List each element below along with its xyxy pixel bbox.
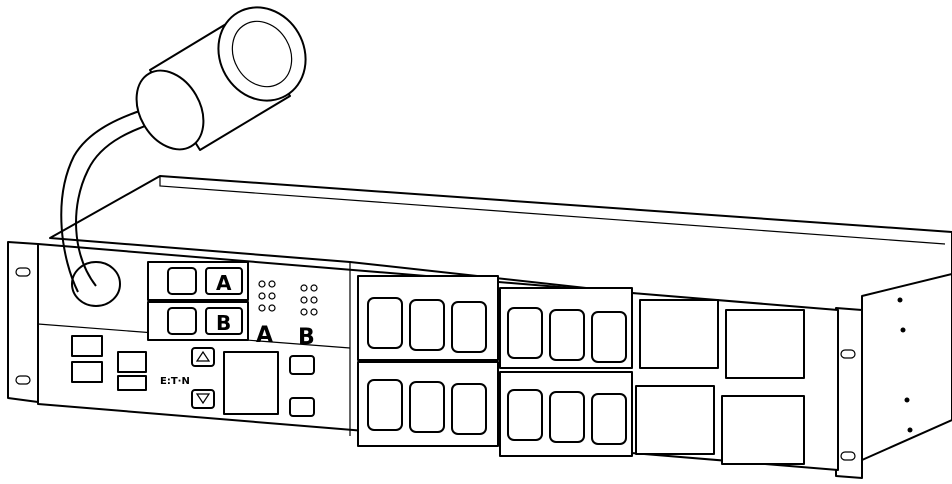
outlet-bank-bottom-left: [357, 361, 499, 447]
c13-outlet[interactable]: [409, 299, 445, 351]
svg-text:B: B: [298, 325, 315, 350]
breaker-b-label: B: [216, 311, 231, 335]
rack-ear-left: [7, 241, 39, 403]
rj45-port-bottom[interactable]: [71, 361, 103, 383]
c13-outlet[interactable]: [367, 297, 403, 349]
outlet-bank-bottom-right: [499, 371, 633, 457]
c13-outlet[interactable]: [549, 309, 585, 361]
c13-outlet[interactable]: [409, 381, 445, 433]
outlet-bank-top-right: [499, 287, 633, 369]
c13-outlet[interactable]: [507, 389, 543, 441]
phase-indicator-a: A: [256, 280, 276, 348]
breaker-a-label: A: [216, 271, 232, 295]
nav-up-button[interactable]: [191, 347, 215, 367]
plug-ring: [135, 69, 205, 151]
c19-outlet[interactable]: [725, 309, 805, 379]
cable-gland: [71, 261, 121, 307]
c13-outlet[interactable]: [367, 379, 403, 431]
c19-outlet[interactable]: [635, 385, 715, 455]
brand-logo: E:T·N: [160, 376, 190, 387]
nav-down-button[interactable]: [191, 389, 215, 409]
svg-text:A: A: [256, 323, 273, 348]
plug-face: [217, 6, 307, 102]
menu-button[interactable]: [289, 355, 315, 375]
c13-outlet[interactable]: [451, 301, 487, 353]
pdu-right-side: [861, 273, 952, 461]
lcd-display: [223, 351, 279, 415]
c13-outlet[interactable]: [451, 383, 487, 435]
phase-indicator-b: B: [298, 284, 318, 350]
usb-port[interactable]: [117, 375, 147, 391]
enter-button[interactable]: [289, 397, 315, 417]
pdu-top-edge: [159, 176, 946, 245]
c19-outlet[interactable]: [721, 395, 805, 465]
c13-outlet[interactable]: [507, 307, 543, 359]
c13-outlet[interactable]: [591, 393, 627, 445]
rj45-port-top[interactable]: [71, 335, 103, 357]
c13-outlet[interactable]: [549, 391, 585, 443]
outlet-bank-top-left: [357, 275, 499, 361]
c13-outlet[interactable]: [591, 311, 627, 363]
ethernet-port[interactable]: [117, 351, 147, 373]
c19-outlet[interactable]: [639, 299, 719, 369]
